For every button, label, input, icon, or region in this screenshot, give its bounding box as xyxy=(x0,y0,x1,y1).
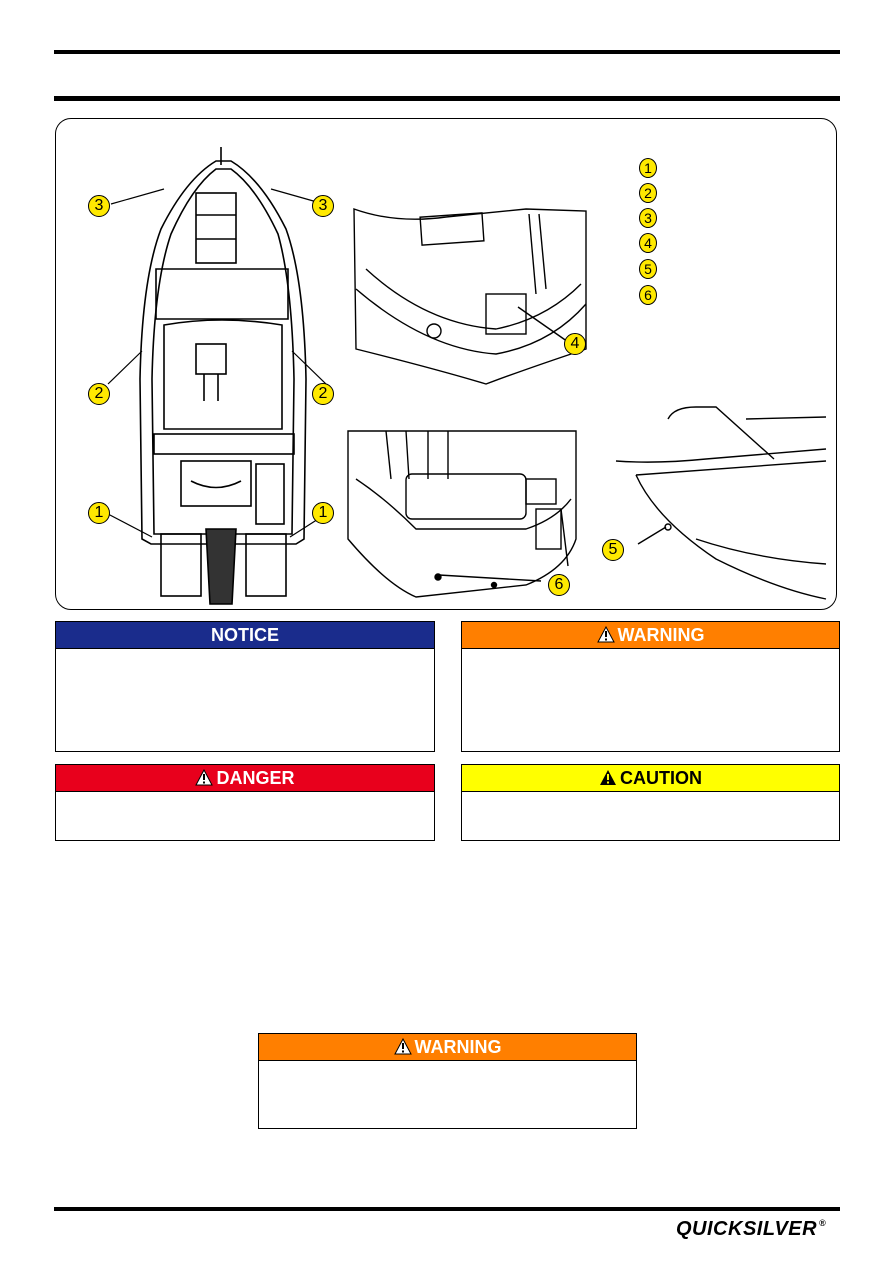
legend-number-3: 3 xyxy=(639,208,657,228)
brand-name: QUICKSILVER xyxy=(676,1218,818,1240)
caution-header: CAUTION xyxy=(462,765,839,792)
boat-figure-frame: 3 3 2 2 1 1 4 6 5 1 2 3 4 5 6 xyxy=(55,118,837,610)
warning-header: WARNING xyxy=(462,622,839,649)
caution-triangle-icon xyxy=(600,770,616,785)
notice-label: NOTICE xyxy=(210,625,279,645)
warning-bottom-header: WARNING xyxy=(259,1034,636,1061)
callout-5: 5 xyxy=(602,539,624,561)
caution-label: CAUTION xyxy=(620,768,702,788)
callout-2-left: 2 xyxy=(88,383,110,405)
header-rule-top xyxy=(54,50,840,54)
legend-number-4: 4 xyxy=(639,233,657,253)
boat-illustration xyxy=(107,147,827,605)
warning-label: WARNING xyxy=(617,625,705,645)
legend-number-2: 2 xyxy=(639,183,657,203)
callout-6: 6 xyxy=(548,574,570,596)
notice-box: NOTICE xyxy=(55,621,435,752)
registered-mark: ® xyxy=(819,1218,827,1228)
callout-3-left: 3 xyxy=(88,195,110,217)
callout-4: 4 xyxy=(564,333,586,355)
bow-detail-view xyxy=(353,208,587,385)
callout-1-right: 1 xyxy=(312,502,334,524)
danger-header: DANGER xyxy=(56,765,434,792)
warning-bottom-box: WARNING xyxy=(258,1033,637,1129)
danger-label: DANGER xyxy=(216,768,295,788)
stern-detail-view xyxy=(347,430,577,598)
danger-triangle-icon xyxy=(195,769,214,786)
callout-3-right: 3 xyxy=(312,195,334,217)
caution-box: CAUTION xyxy=(461,764,840,841)
warning-bottom-label: WARNING xyxy=(414,1037,502,1057)
side-bow-detail-view xyxy=(615,406,827,600)
header-rule-bottom xyxy=(54,96,840,101)
boat-top-view xyxy=(139,147,307,605)
warning-triangle-icon xyxy=(596,626,615,643)
notice-header: NOTICE xyxy=(56,622,434,649)
callout-2-right: 2 xyxy=(312,383,334,405)
warning-box: WARNING xyxy=(461,621,840,752)
warning-bottom-triangle-icon xyxy=(393,1038,412,1055)
callout-1-left: 1 xyxy=(88,502,110,524)
brand-logo: QUICKSILVER® xyxy=(676,1218,826,1241)
danger-box: DANGER xyxy=(55,764,435,841)
legend-number-5: 5 xyxy=(639,259,657,279)
legend-number-1: 1 xyxy=(639,158,657,178)
legend-number-6: 6 xyxy=(639,285,657,305)
footer-rule xyxy=(54,1207,840,1211)
